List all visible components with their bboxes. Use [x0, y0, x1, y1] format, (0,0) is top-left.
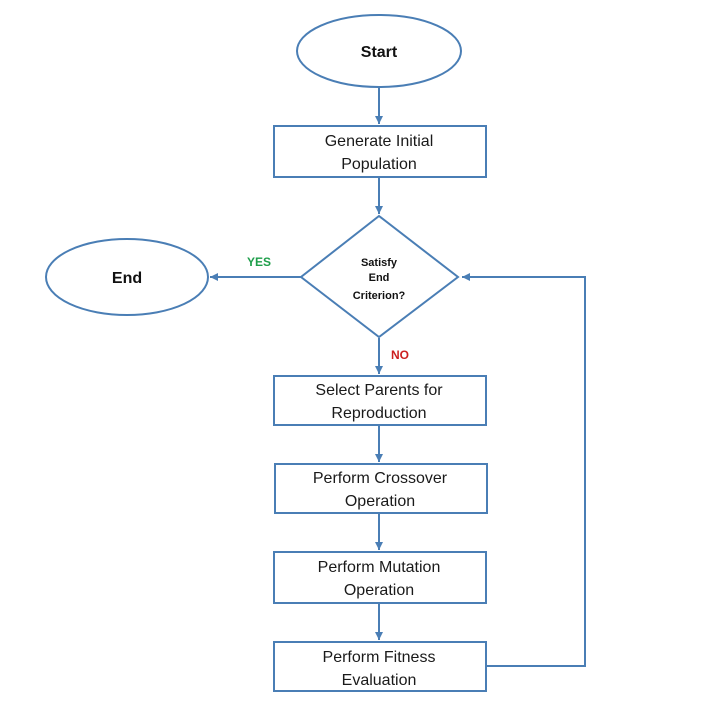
- crossover-label-line1: Perform Crossover: [313, 470, 448, 487]
- fitness-label-line1: Perform Fitness: [323, 649, 436, 666]
- mutation-label-line1: Perform Mutation: [318, 559, 441, 576]
- decision-node: Satisfy End Criterion?: [299, 214, 460, 339]
- mutation-label-line2: Operation: [344, 582, 414, 599]
- mutation-box: Perform Mutation Operation: [273, 551, 487, 604]
- end-label: End: [112, 270, 142, 287]
- select-label-line1: Select Parents for: [315, 382, 443, 399]
- no-label: NO: [391, 348, 409, 362]
- start-label: Start: [361, 44, 398, 61]
- generate-label-line2: Population: [341, 156, 417, 173]
- end-node: End: [45, 238, 209, 316]
- fitness-label-line2: Evaluation: [342, 672, 417, 689]
- generate-population-box: Generate Initial Population: [273, 125, 487, 178]
- decision-label-line2: End: [369, 272, 390, 284]
- select-label-line2: Reproduction: [331, 405, 426, 422]
- decision-label-line3: Criterion?: [353, 290, 406, 302]
- yes-label: YES: [247, 255, 271, 269]
- loop-back-arrow: [462, 273, 586, 667]
- fitness-box: Perform Fitness Evaluation: [273, 641, 487, 692]
- connectors: [210, 87, 586, 667]
- decision-label-line1: Satisfy: [361, 257, 398, 269]
- crossover-box: Perform Crossover Operation: [274, 463, 488, 514]
- generate-label-line1: Generate Initial: [325, 133, 434, 150]
- crossover-label-line2: Operation: [345, 493, 415, 510]
- select-parents-box: Select Parents for Reproduction: [273, 375, 487, 426]
- start-node: Start: [296, 14, 462, 88]
